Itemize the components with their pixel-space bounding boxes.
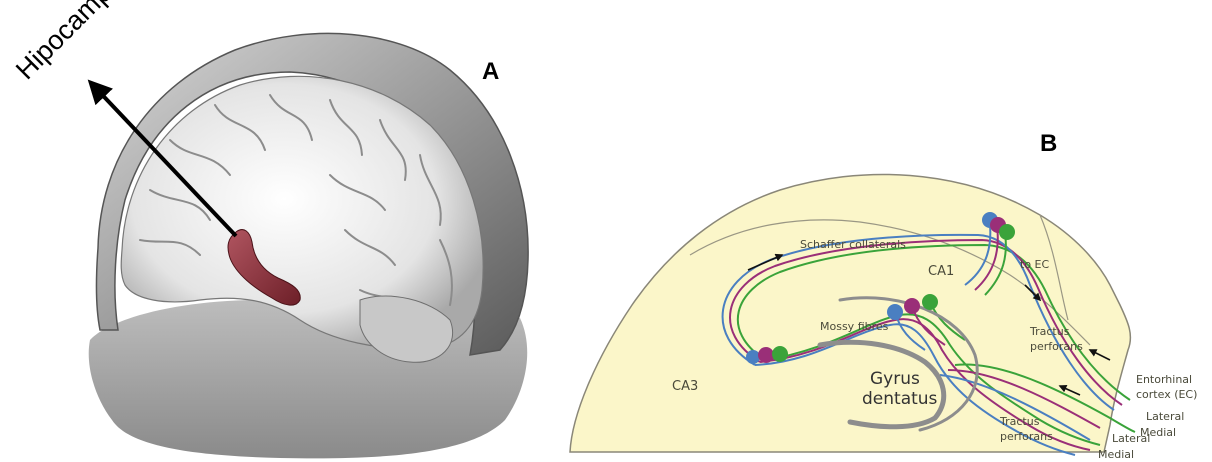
panel-label-b: B [1040,130,1057,158]
cell-dg-blue [887,304,903,320]
label-schaffer-collaterals: Schaffer collaterals [800,238,906,251]
label-lateral-lower: Lateral [1112,432,1150,445]
label-tractus-lower-2: perforans [1000,430,1053,443]
label-mossy-fibres: Mossy fibres [820,320,889,333]
label-lateral-upper: Lateral [1146,410,1184,423]
label-tractus-upper-2: perforans [1030,340,1083,353]
label-to-ec: to EC [1020,258,1049,271]
panel-a-brain-render [89,33,528,458]
label-cortex-ec: cortex (EC) [1136,388,1197,401]
label-entorhinal: Entorhinal [1136,373,1192,386]
label-ca1: CA1 [928,264,954,279]
cell-dg-green [922,294,938,310]
label-ca3: CA3 [672,379,698,394]
panel-b-circuit-diagram: Schaffer collaterals CA1 to EC Mossy fib… [570,174,1197,461]
hippocampus-tissue-shape [570,174,1130,452]
cell-ca3-green [772,346,788,362]
label-tractus-upper-1: Tractus [1029,325,1070,338]
cell-ca3-blue [746,350,760,364]
panel-label-a: A [482,58,499,86]
label-tractus-lower-1: Tractus [999,415,1040,428]
cell-dg-purple [904,298,920,314]
label-dentatus: dentatus [862,389,938,409]
label-medial-lower: Medial [1098,448,1134,461]
label-gyrus: Gyrus [870,369,920,389]
cell-ca1-green [999,224,1015,240]
cell-ca3-purple [758,347,774,363]
